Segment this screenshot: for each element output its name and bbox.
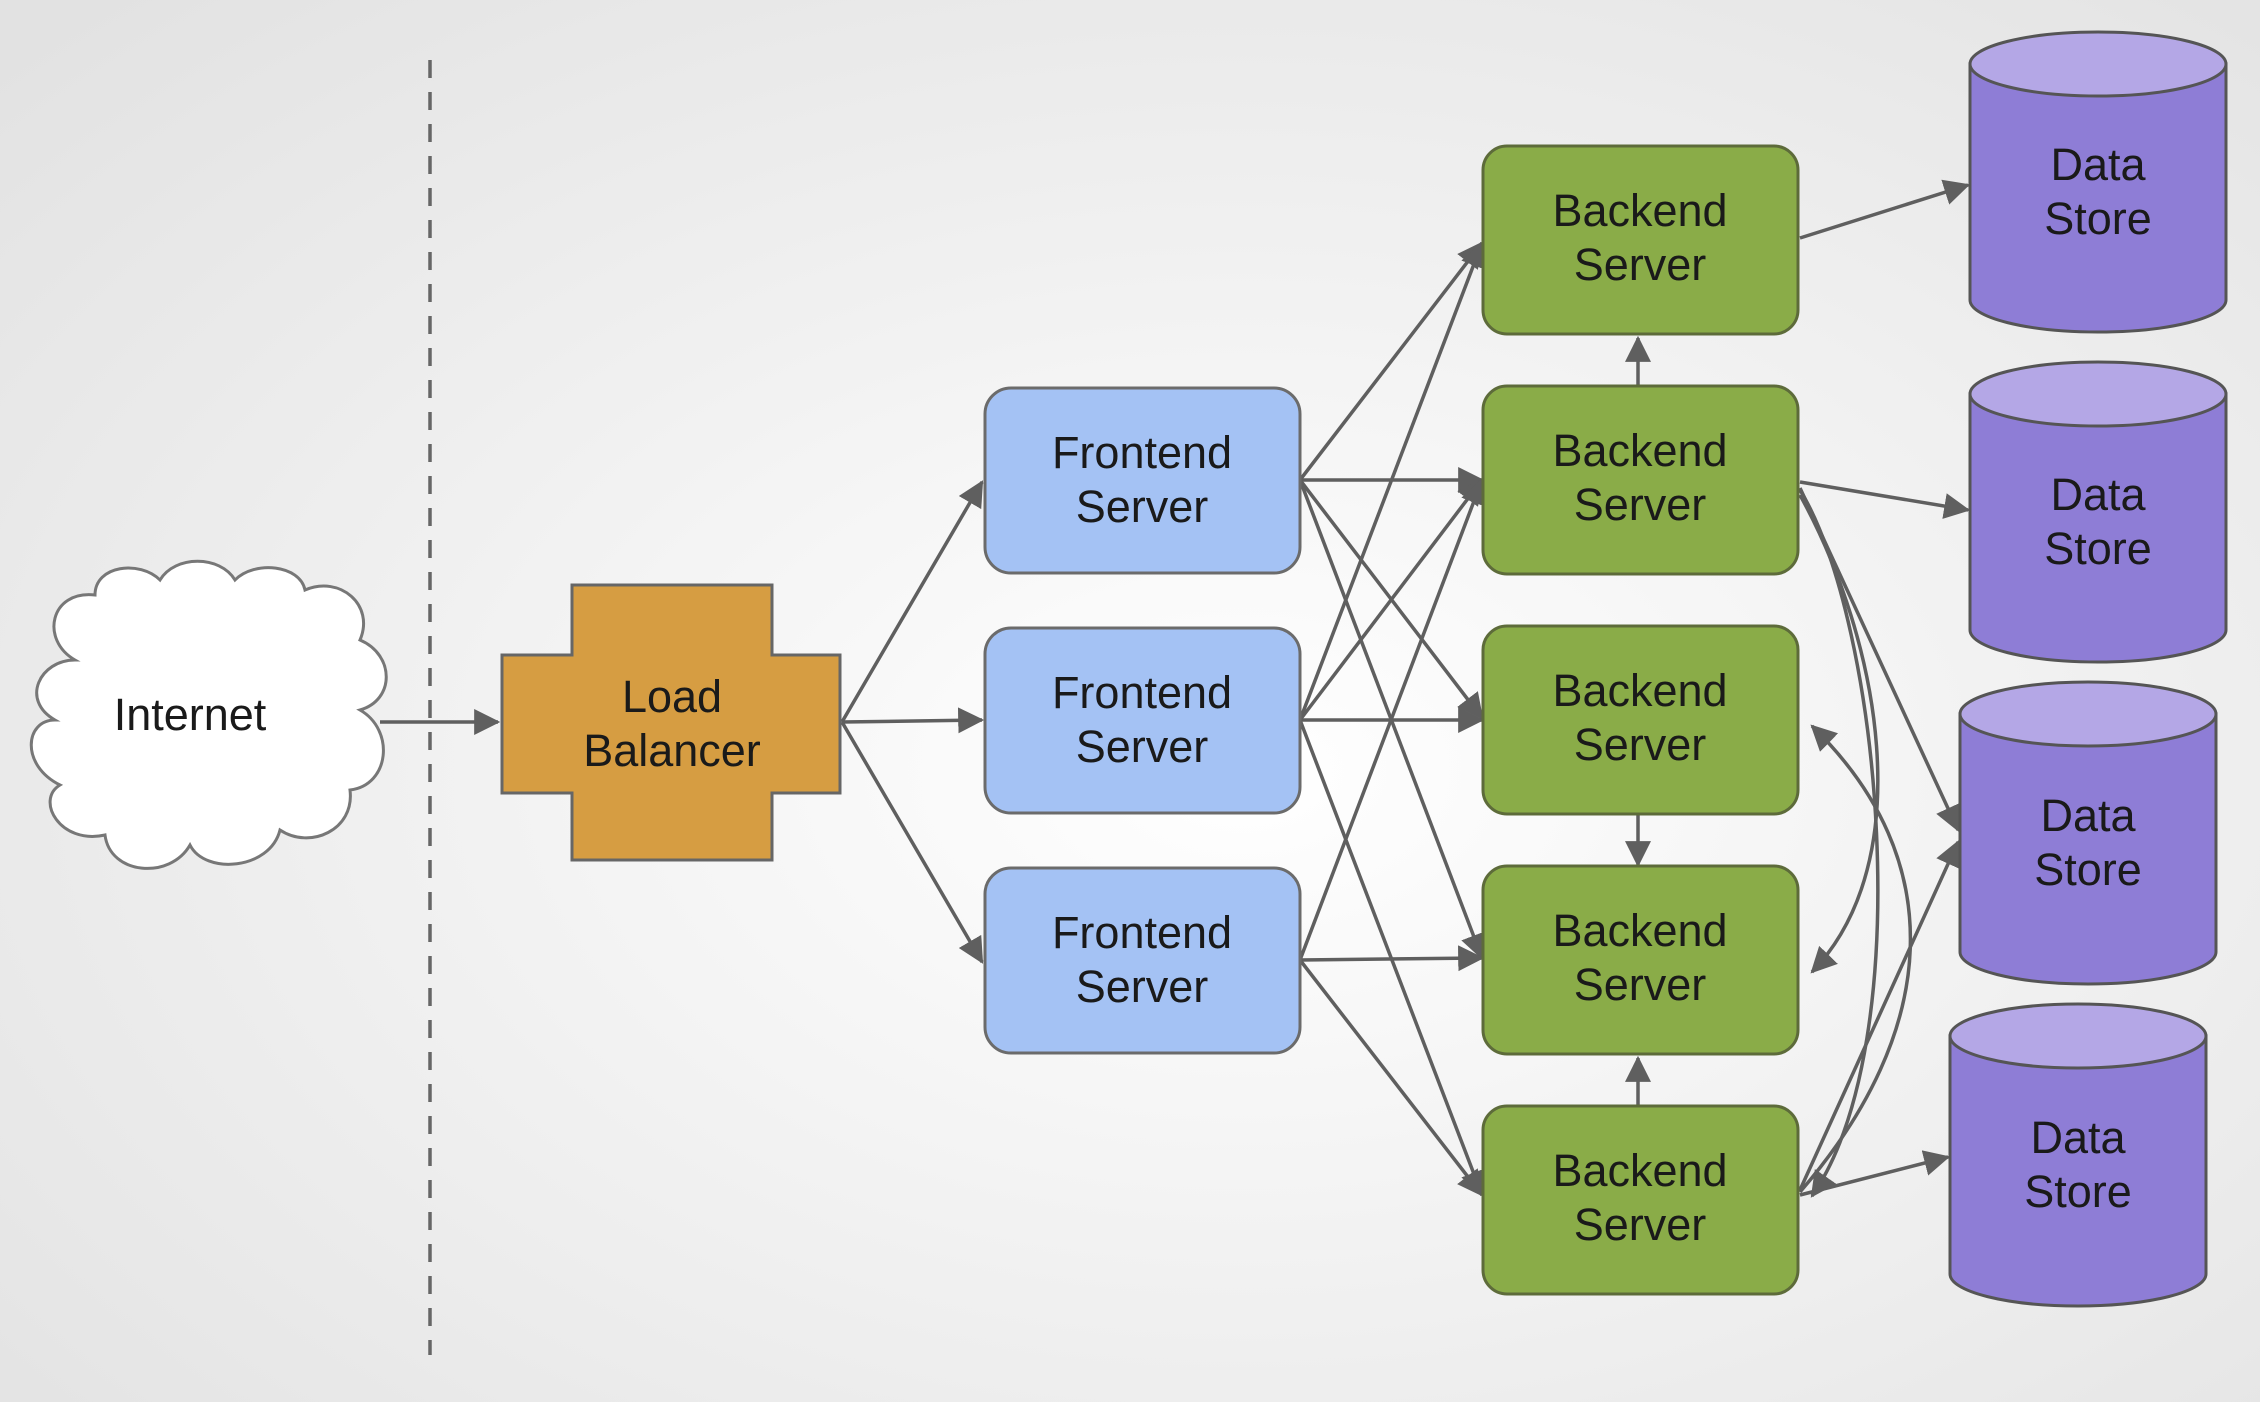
data-store-body [1958, 712, 2218, 986]
backend-server-label-line2: Server [1574, 959, 1707, 1010]
backend-server-label-line2: Server [1574, 479, 1707, 530]
internet-node: Internet [29, 559, 388, 870]
backend-server-label-line1: Backend [1552, 1145, 1727, 1196]
frontend-server-label-line1: Frontend [1052, 907, 1232, 958]
data-store-label-line1: Data [2040, 790, 2136, 841]
frontend-server-label-line1: Frontend [1052, 667, 1232, 718]
edge-fe2-be2 [1298, 478, 1484, 722]
edge-be2-be4-curve [1798, 494, 1880, 974]
backend-server-label-line2: Server [1574, 1199, 1707, 1250]
load-balancer-label-line1: Load [622, 671, 722, 722]
data-store-top [1968, 360, 2228, 428]
data-store-label-line1: Data [2050, 139, 2146, 190]
edge-lb-fe2 [841, 707, 985, 734]
frontend-server-box [983, 626, 1302, 815]
edge-lb-fe1 [840, 480, 984, 723]
edge-fe3-be4 [1299, 945, 1485, 972]
data-store-top [1958, 680, 2218, 748]
backend-servers: BackendServerBackendServerBackendServerB… [1481, 144, 1800, 1296]
data-store-label-line2: Store [2024, 1166, 2132, 1217]
data-store-label-line2: Store [2044, 193, 2152, 244]
edge-fe3-be5 [1298, 958, 1484, 1197]
connections [380, 179, 1971, 1198]
frontend-server-label-line2: Server [1076, 721, 1209, 772]
internet-label: Internet [114, 689, 267, 740]
backend-server-box [1481, 384, 1800, 576]
data-store-label-line2: Store [2044, 523, 2152, 574]
frontend-servers: FrontendServerFrontendServerFrontendServ… [983, 386, 1302, 1055]
edge-be5-be3-curve [1798, 724, 1913, 1194]
data-store-body [1948, 1034, 2208, 1308]
backend-server-label-line1: Backend [1552, 905, 1727, 956]
frontend-server-box [983, 386, 1302, 575]
backend-server-box [1481, 144, 1800, 336]
edge-be2-ds2 [1799, 480, 1971, 519]
edge-fe3-be2 [1298, 477, 1486, 961]
edge-fe1-be1 [1298, 241, 1484, 482]
data-store-label-line2: Store [2034, 844, 2142, 895]
edge-be1-ds1 [1799, 179, 1971, 240]
backend-server-box [1481, 624, 1800, 816]
data-store-body [1968, 392, 2228, 664]
backend-server-box [1481, 1104, 1800, 1296]
data-store-top [1968, 30, 2228, 98]
load-balancer-label-line2: Balancer [583, 725, 761, 776]
data-store-top [1948, 1002, 2208, 1070]
edge-fe2-be1 [1298, 240, 1486, 721]
backend-server-label-line2: Server [1574, 719, 1707, 770]
load-balancer-node: Load Balancer [500, 583, 842, 862]
frontend-server-box [983, 866, 1302, 1055]
backend-server-label-line1: Backend [1552, 185, 1727, 236]
data-store-body [1968, 62, 2228, 334]
backend-server-label-line1: Backend [1552, 665, 1727, 716]
edge-be5-ds3 [1798, 840, 1960, 1191]
frontend-server-label-line1: Frontend [1052, 427, 1232, 478]
backend-server-label-line2: Server [1574, 239, 1707, 290]
frontend-server-label-line2: Server [1076, 481, 1209, 532]
edge-lb-fe3 [840, 721, 984, 964]
cloud-icon [29, 559, 388, 870]
backend-server-label-line1: Backend [1552, 425, 1727, 476]
backend-server-box [1481, 864, 1800, 1056]
load-balancer-shape [500, 583, 842, 862]
data-store-label-line1: Data [2030, 1112, 2126, 1163]
frontend-server-label-line2: Server [1076, 961, 1209, 1012]
data-store-label-line1: Data [2050, 469, 2146, 520]
